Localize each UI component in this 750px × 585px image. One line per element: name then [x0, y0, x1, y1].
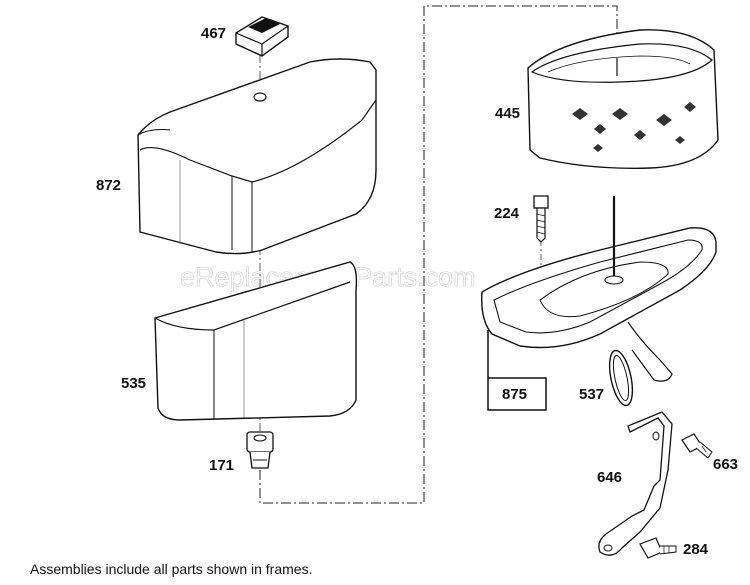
part-872-cover[interactable]: [137, 58, 377, 255]
part-646-bracket[interactable]: [598, 411, 673, 556]
part-535-filter-wrap[interactable]: [154, 261, 358, 421]
label-part-445: 445: [495, 105, 520, 122]
label-part-646: 646: [597, 469, 622, 486]
part-171-grommet[interactable]: [246, 431, 274, 469]
part-284-screw[interactable]: [639, 537, 677, 559]
label-part-224: 224: [494, 205, 520, 222]
part-467-knob[interactable]: [235, 16, 289, 57]
part-224-bolt[interactable]: [533, 195, 549, 243]
label-part-284: 284: [683, 541, 709, 558]
assemblies-caption: Assemblies include all parts shown in fr…: [30, 561, 313, 577]
assembly-connector-line: [259, 5, 618, 504]
label-part-535: 535: [121, 375, 146, 392]
assembly-frame-875: [487, 330, 547, 411]
label-part-171: 171: [209, 457, 234, 474]
part-445-air-filter[interactable]: [527, 29, 719, 169]
part-663-screw[interactable]: [681, 433, 713, 459]
label-part-537: 537: [579, 386, 604, 403]
label-part-875: 875: [502, 386, 527, 403]
label-part-663: 663: [713, 456, 738, 473]
part-537-oring[interactable]: [605, 349, 636, 408]
label-part-872: 872: [96, 177, 121, 194]
part-875-base[interactable]: [481, 196, 717, 382]
label-part-467: 467: [201, 25, 226, 42]
